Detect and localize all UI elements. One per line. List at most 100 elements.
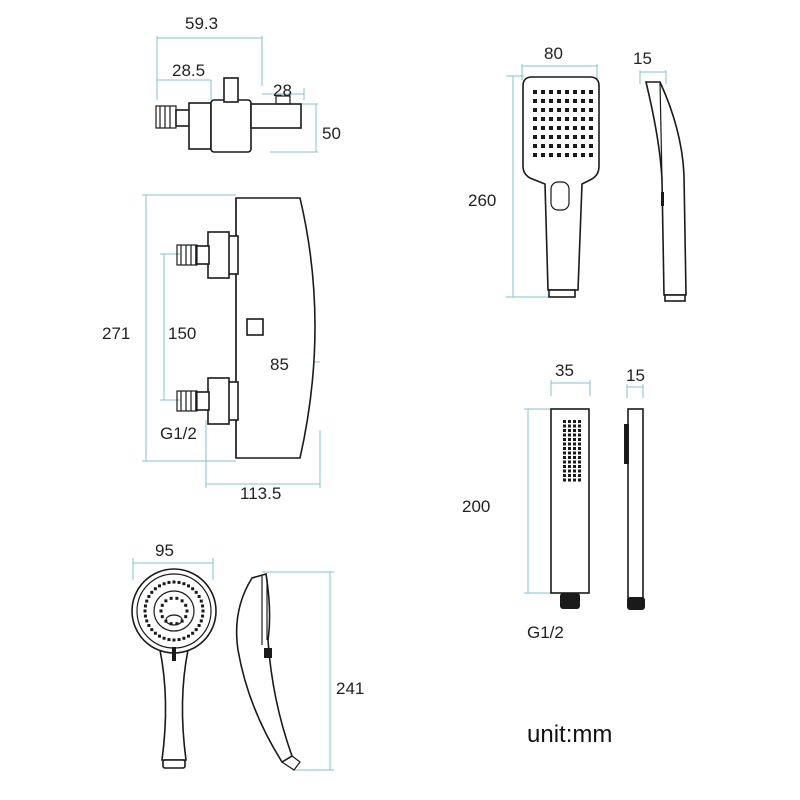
nozzle-mark [167, 638, 171, 642]
round-hand-shower-drawing [131, 558, 334, 771]
nozzle-mark [549, 117, 553, 121]
nozzle-mark [578, 429, 581, 432]
nozzle-mark [191, 631, 195, 635]
nozzle-mark [197, 624, 201, 627]
nozzle-mark [563, 442, 566, 446]
nozzle-mark [533, 99, 537, 103]
nozzle-mark [589, 144, 593, 148]
nozzle-mark [568, 474, 571, 477]
nozzle-mark [557, 153, 561, 157]
nozzle-mark [557, 135, 561, 139]
nozzle-mark [573, 465, 576, 468]
nozzle-mark [147, 624, 151, 627]
nozzle-mark [581, 153, 585, 157]
nozzle-mark [557, 108, 561, 112]
nozzle-mark [557, 144, 561, 148]
nozzle-mark [549, 126, 553, 130]
nozzle-mark [180, 599, 184, 603]
nozzle-mark [164, 619, 168, 623]
bracket-depth-label: 28 [273, 81, 292, 100]
nozzle-mark [573, 117, 577, 121]
nozzle-mark [578, 469, 581, 473]
nozzle-mark [573, 153, 577, 157]
nozzle-mark [589, 117, 593, 121]
nozzle-mark [589, 108, 593, 112]
nozzle-mark [568, 429, 571, 432]
nozzle-mark [578, 460, 581, 464]
nozzle-mark [568, 456, 571, 459]
nozzle-mark [541, 153, 545, 157]
stick-thread-label: G1/2 [527, 623, 564, 642]
nozzle-mark [175, 596, 179, 600]
valve-width-label: 113.5 [240, 484, 281, 503]
nozzle-mark [145, 599, 149, 603]
nozzle-mark [549, 135, 553, 139]
nozzle-mark [533, 126, 537, 130]
nozzle-mark [568, 478, 571, 482]
nozzle-mark [541, 126, 545, 130]
nozzle-mark [578, 456, 581, 459]
nozzle-mark [565, 90, 569, 94]
nozzle-mark [581, 126, 585, 130]
nozzle-mark [573, 442, 576, 446]
nozzle-mark [177, 580, 181, 584]
nozzle-mark [162, 582, 166, 586]
square-head-depth-label: 15 [633, 49, 652, 68]
nozzle-mark [581, 108, 585, 112]
nozzle-mark [549, 99, 553, 103]
nozzle-mark [541, 117, 545, 121]
nozzle-mark [589, 90, 593, 94]
wall-bracket-drawing [155, 36, 318, 153]
nozzle-mark [568, 433, 571, 437]
nozzle-mark [581, 135, 585, 139]
bracket-width-label: 59.3 [185, 14, 218, 33]
square-head-width-label: 80 [544, 44, 563, 63]
nozzle-mark [158, 634, 161, 638]
nozzle-mark [573, 90, 577, 94]
nozzle-mark [533, 108, 537, 112]
nozzle-mark [563, 478, 566, 482]
nozzle-mark [565, 144, 569, 148]
nozzle-mark [581, 144, 585, 148]
nozzle-mark [182, 582, 186, 586]
valve-body-drawing [142, 194, 321, 488]
nozzle-mark [563, 429, 566, 432]
nozzle-mark [549, 153, 553, 157]
nozzle-mark [573, 126, 577, 130]
nozzle-mark [541, 144, 545, 148]
nozzle-mark [563, 474, 566, 477]
square-head-length-label: 260 [468, 191, 496, 210]
nozzle-mark [573, 460, 576, 464]
nozzle-mark [565, 108, 569, 112]
nozzle-mark [573, 474, 576, 477]
nozzle-mark [158, 584, 161, 588]
nozzle-mark [563, 456, 566, 459]
square-hand-shower-drawing [506, 64, 687, 302]
nozzle-mark [573, 420, 576, 423]
nozzle-mark [194, 628, 198, 632]
nozzle-mark [573, 135, 577, 139]
nozzle-mark [533, 90, 537, 94]
nozzle-mark [184, 603, 188, 607]
nozzle-mark [568, 447, 571, 450]
round-head-width-label: 95 [155, 541, 174, 560]
valve-height-label: 271 [102, 324, 130, 343]
nozzle-mark [159, 609, 163, 613]
nozzle-mark [563, 447, 566, 450]
unit-label: unit:mm [527, 721, 612, 748]
nozzle-mark [578, 474, 581, 477]
nozzle-mark [549, 90, 553, 94]
nozzle-mark [182, 636, 186, 640]
nozzle-mark [143, 609, 147, 613]
nozzle-mark [185, 609, 189, 613]
nozzle-mark [557, 99, 561, 103]
nozzle-mark [145, 619, 149, 623]
nozzle-mark [573, 99, 577, 103]
nozzle-mark [169, 622, 173, 626]
nozzle-mark [573, 108, 577, 112]
nozzle-mark [194, 590, 198, 594]
nozzle-mark [164, 599, 168, 603]
nozzle-mark [581, 99, 585, 103]
nozzle-mark [197, 595, 201, 598]
